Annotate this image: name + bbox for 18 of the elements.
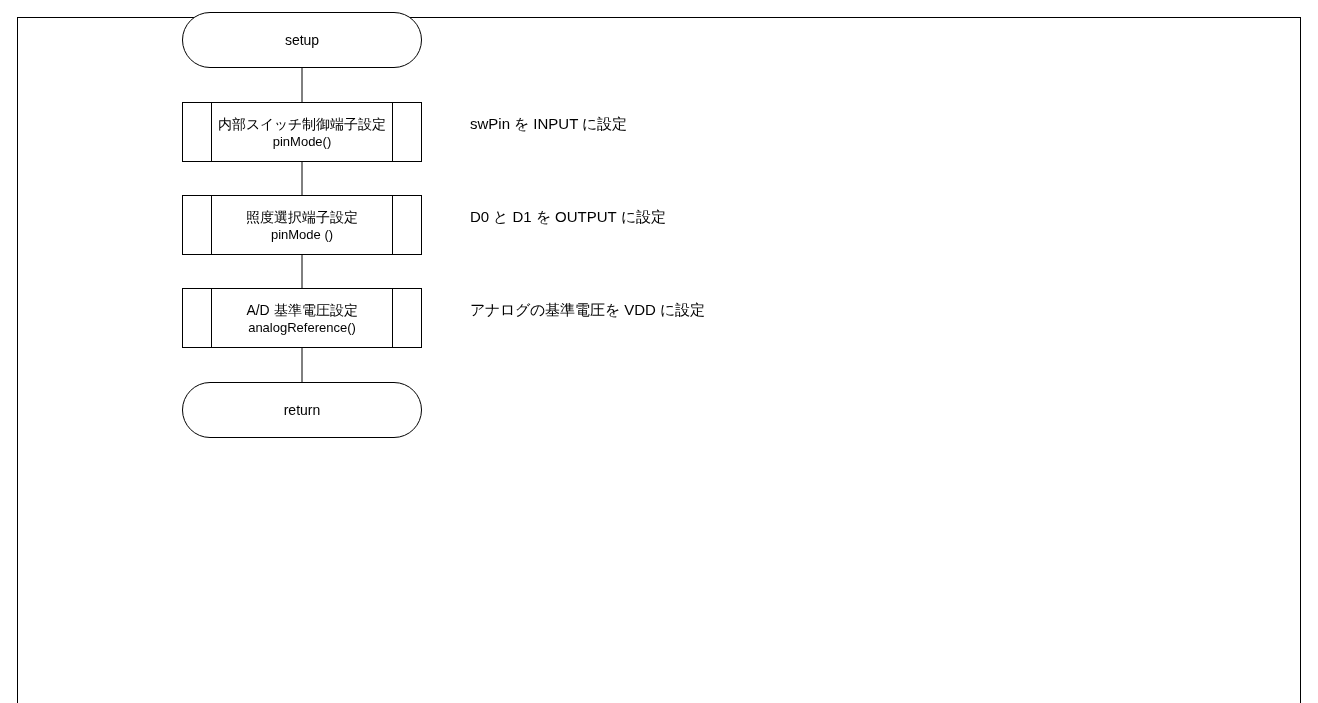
node-title: setup [284,31,320,50]
annotation-text: アナログの基準電圧を VDD に設定 [470,300,705,320]
function-name: analogReference() [248,320,356,336]
function-name: pinMode() [272,134,332,150]
node-title: A/D 基準電圧設定 [246,301,358,320]
subroutine-box [182,288,422,348]
annotation-text: swPin を INPUT に設定 [470,114,628,134]
node-title: 照度選択端子設定 [246,208,358,227]
annotation-text: D0 と D1 を OUTPUT に設定 [470,207,666,227]
subroutine-box [182,102,422,162]
node-title: 内部スイッチ制御端子設定 [218,115,386,134]
function-name: pinMode () [270,227,334,243]
connector-line [301,161,303,196]
connector-line [301,254,303,289]
connector-line [301,347,303,383]
subroutine-box [182,195,422,255]
node-title: return [283,401,321,420]
connector-line [301,67,303,103]
